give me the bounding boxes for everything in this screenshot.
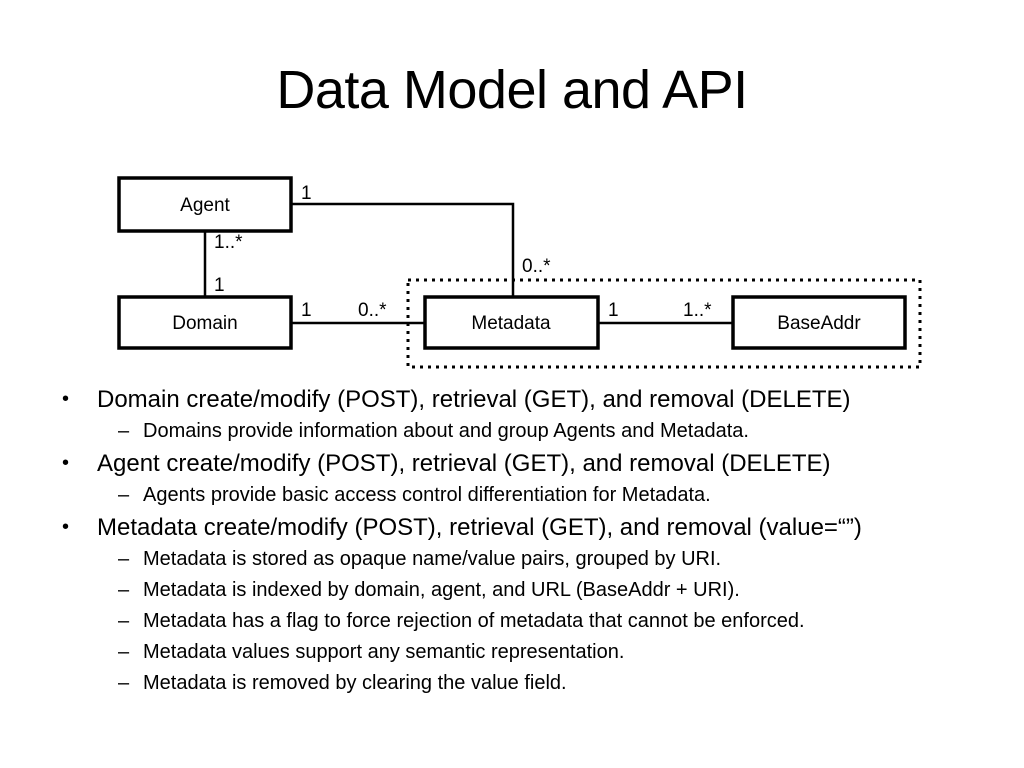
dash-marker-icon: – [118, 579, 130, 601]
list-item: • Domain create/modify (POST), retrieval… [0, 383, 1024, 416]
multiplicity-agent-domain-near-agent: 1..* [214, 232, 243, 253]
list-item-text: Metadata create/modify (POST), retrieval… [97, 514, 862, 541]
list-item-text: Agents provide basic access control diff… [143, 484, 711, 506]
uml-box-agent-label: Agent [180, 195, 230, 216]
bullet-marker-icon: • [62, 516, 70, 538]
uml-box-metadata-rect [423, 295, 600, 350]
list-item-text: Domain create/modify (POST), retrieval (… [97, 386, 851, 413]
multiplicity-agent-metadata-near-metadata: 0..* [522, 256, 551, 277]
dash-marker-icon: – [118, 672, 130, 694]
uml-box-metadata[interactable]: Metadata [423, 295, 600, 350]
dash-marker-icon: – [118, 641, 130, 663]
list-item: – Metadata is indexed by domain, agent, … [0, 575, 1024, 606]
dash-marker-icon: – [118, 484, 130, 506]
bullet-marker-icon: • [62, 452, 70, 474]
list-item-text: Agent create/modify (POST), retrieval (G… [97, 450, 831, 477]
multiplicity-metadata-baseaddr-near-metadata: 1 [608, 300, 619, 321]
uml-box-agent-rect [117, 176, 293, 233]
list-item: • Metadata create/modify (POST), retriev… [0, 511, 1024, 544]
list-item-text: Metadata is stored as opaque name/value … [143, 548, 722, 570]
uml-box-domain[interactable]: Domain [117, 295, 293, 350]
page-title: Data Model and API [276, 60, 748, 120]
dash-marker-icon: – [118, 610, 130, 632]
list-item: – Agents provide basic access control di… [0, 480, 1024, 511]
uml-box-baseaddr-label: BaseAddr [777, 313, 861, 334]
uml-box-baseaddr[interactable]: BaseAddr [731, 295, 907, 350]
list-item-text: Metadata is indexed by domain, agent, an… [143, 579, 740, 601]
list-item-text: Metadata is removed by clearing the valu… [143, 672, 567, 694]
multiplicity-domain-metadata-near-metadata: 0..* [358, 300, 387, 321]
multiplicity-metadata-baseaddr-near-baseaddr: 1..* [683, 300, 712, 321]
list-item: • Agent create/modify (POST), retrieval … [0, 447, 1024, 480]
list-item: – Domains provide information about and … [0, 416, 1024, 447]
list-item: – Metadata values support any semantic r… [0, 637, 1024, 668]
dash-marker-icon: – [118, 548, 130, 570]
multiplicity-domain-metadata-near-domain: 1 [301, 300, 312, 321]
list-item-text: Domains provide information about and gr… [143, 420, 749, 442]
list-item: – Metadata is removed by clearing the va… [0, 668, 1024, 699]
list-item-text: Metadata values support any semantic rep… [143, 641, 625, 663]
list-item-text: Metadata has a flag to force rejection o… [143, 610, 805, 632]
bullet-list: • Domain create/modify (POST), retrieval… [0, 383, 1024, 699]
list-item: – Metadata is stored as opaque name/valu… [0, 544, 1024, 575]
uml-box-domain-label: Domain [172, 313, 237, 334]
uml-box-domain-rect [117, 295, 293, 350]
dash-marker-icon: – [118, 420, 130, 442]
uml-class-diagram: Agent Domain Metadata BaseAddr 1 1..* 1 … [0, 0, 1024, 380]
uml-box-baseaddr-rect [731, 295, 907, 350]
connector-agent-metadata [291, 202, 515, 297]
multiplicity-agent-metadata-near-agent: 1 [301, 183, 312, 204]
bullet-marker-icon: • [62, 388, 70, 410]
uml-box-agent[interactable]: Agent [117, 176, 293, 233]
multiplicity-agent-domain-near-domain: 1 [214, 275, 225, 296]
list-item: – Metadata has a flag to force rejection… [0, 606, 1024, 637]
uml-box-metadata-label: Metadata [471, 313, 551, 334]
